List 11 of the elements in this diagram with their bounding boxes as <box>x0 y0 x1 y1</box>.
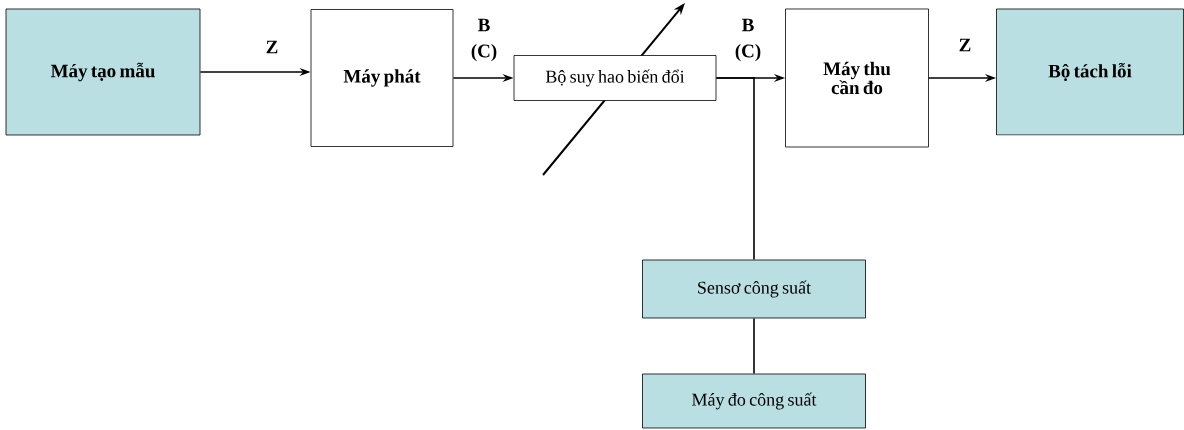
edge-label: B (C) <box>471 18 497 62</box>
edge-label: Z <box>959 38 971 52</box>
attenuator-box: Bộ suy hao biến đổi <box>513 55 717 101</box>
edge-label: Z <box>266 40 278 54</box>
sensor-box: Sensơ công suất <box>642 259 866 319</box>
edge-label: B (C) <box>735 18 761 62</box>
process-box: Máy tạo mẫu <box>5 8 201 136</box>
process-box: Máy phát <box>310 9 454 147</box>
meter-box: Máy đo công suất <box>642 373 866 429</box>
process-box: Bộ tách lỗi <box>996 8 1184 136</box>
process-box: Máy thu cần đo <box>785 8 929 148</box>
